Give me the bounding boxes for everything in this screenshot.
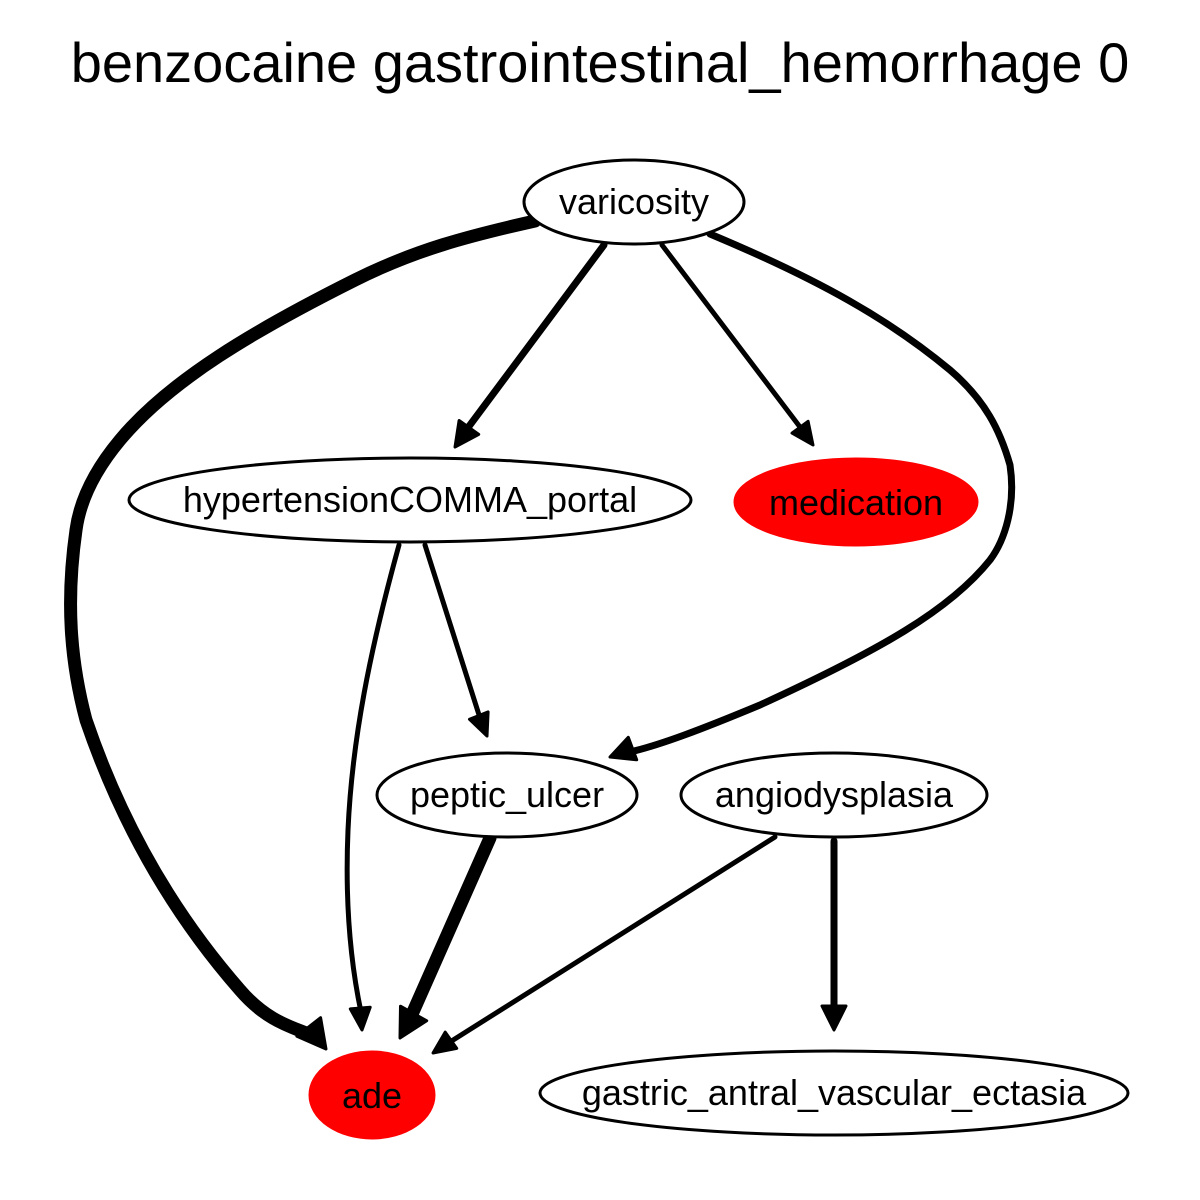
node-angiodysplasia: angiodysplasia [679, 751, 989, 839]
edge-line [422, 542, 483, 721]
node-varicosity-label: varicosity [559, 181, 709, 222]
node-peptic-ulcer: peptic_ulcer [375, 751, 639, 839]
arrowhead [431, 1030, 459, 1055]
edge-peptic_ulcer-to-ade [398, 831, 497, 1040]
node-medication: medication [733, 457, 979, 547]
edge-angiodysplasia-to-ade [431, 834, 778, 1055]
arrowhead [453, 419, 481, 449]
nodes-layer: varicosity hypertensionCOMMA_portal medi… [127, 158, 1130, 1140]
edge-hypertension_portal-to-peptic_ulcer [422, 542, 490, 738]
edge-varicosity-to-hypertension_portal [453, 241, 608, 449]
node-angiodysplasia-label: angiodysplasia [715, 774, 954, 815]
node-gastric-antral-vascular-ectasia: gastric_antral_vascular_ectasia [538, 1049, 1130, 1137]
arrowhead [398, 1004, 429, 1040]
edge-line [659, 242, 803, 430]
edge-line [406, 831, 497, 1019]
edge-varicosity-to-peptic_ulcer [608, 230, 1016, 762]
node-hypertension-portal-label: hypertensionCOMMA_portal [183, 479, 637, 520]
edge-line [626, 230, 1016, 756]
node-gastric-antral-vascular-ectasia-label: gastric_antral_vascular_ectasia [582, 1072, 1087, 1113]
edge-angiodysplasia-to-gave [820, 837, 848, 1032]
node-ade: ade [308, 1050, 436, 1140]
arrowhead [608, 735, 639, 762]
arrowhead [468, 710, 490, 738]
arrowhead [295, 1016, 328, 1051]
edge-line [463, 241, 608, 433]
edge-varicosity-to-medication [659, 242, 815, 447]
edges-layer [64, 214, 1016, 1055]
edge-line [64, 214, 542, 1044]
arrowhead [820, 1004, 848, 1032]
node-hypertension-portal: hypertensionCOMMA_portal [127, 456, 693, 544]
edge-line [344, 542, 402, 1015]
node-medication-label: medication [769, 482, 943, 523]
arrowhead [790, 419, 815, 447]
node-varicosity: varicosity [522, 158, 746, 246]
edge-varicosity-to-ade [64, 214, 542, 1051]
edge-line [447, 834, 778, 1045]
node-ade-label: ade [342, 1075, 402, 1116]
node-peptic-ulcer-label: peptic_ulcer [410, 774, 604, 815]
arrowhead [348, 1005, 372, 1032]
edge-hypertension_portal-to-ade [344, 542, 402, 1032]
diagram-title: benzocaine gastrointestinal_hemorrhage 0 [71, 31, 1129, 94]
